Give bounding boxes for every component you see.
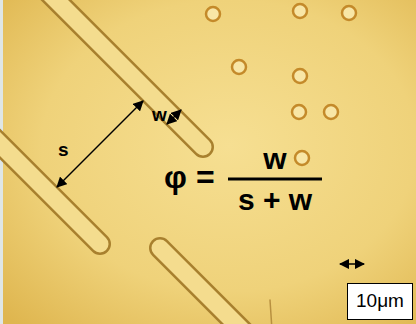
formula-numerator: w	[263, 142, 286, 175]
width-arrow	[167, 110, 181, 124]
formula-denominator: s + w	[238, 183, 312, 216]
spacing-arrow	[57, 101, 143, 187]
scale-bar	[340, 263, 364, 265]
spacing-label: s	[58, 140, 69, 161]
width-label: w	[152, 105, 167, 126]
electrode-stripes	[0, 0, 272, 324]
formula-equals: =	[196, 160, 215, 195]
formula-symbol: φ	[164, 160, 187, 195]
scale-label-box: 10μm	[347, 283, 413, 320]
scale-label: 10μm	[356, 291, 404, 312]
holes	[206, 4, 356, 165]
fraction-bar	[228, 178, 322, 181]
